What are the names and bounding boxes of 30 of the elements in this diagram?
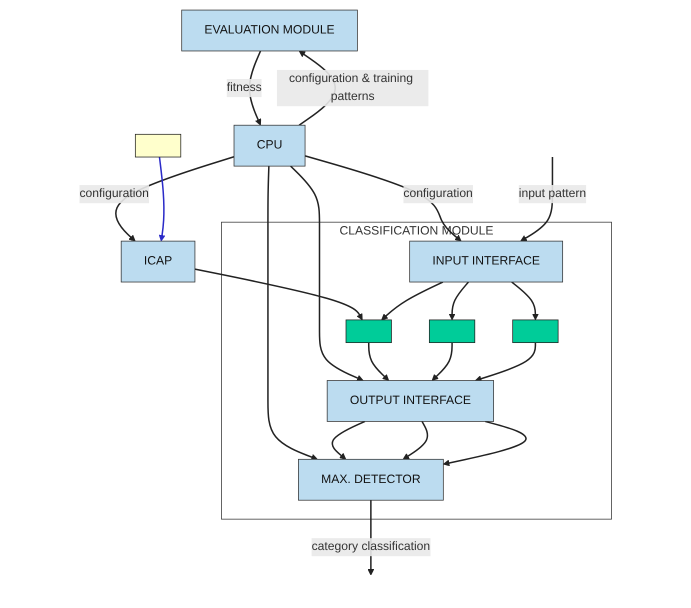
node-box: MAX. DETECTOR	[298, 458, 444, 501]
node-box: EVALUATION MODULE	[181, 10, 358, 52]
edge-label: configuration	[79, 187, 149, 200]
arrow	[448, 282, 470, 320]
arrow	[332, 420, 366, 460]
node-box: CPU	[234, 124, 306, 166]
arrow	[402, 421, 428, 460]
edge-label: configuration	[403, 187, 473, 200]
node-box	[512, 320, 558, 344]
node-box: ICAP	[120, 240, 196, 282]
arrow	[115, 156, 234, 242]
node-box: INPUT INTERFACE	[409, 240, 564, 282]
arrow	[158, 156, 166, 242]
arrow	[381, 281, 444, 320]
arrow	[290, 166, 364, 382]
edge-label: input pattern	[518, 187, 586, 200]
arrow	[443, 420, 527, 466]
arrow	[432, 342, 453, 381]
arrow	[475, 342, 536, 382]
node-box	[346, 320, 392, 344]
node-box	[428, 320, 476, 344]
node-box	[134, 134, 182, 158]
node-box: OUTPUT INTERFACE	[326, 380, 494, 422]
edge-label: configuration & training patterns	[288, 72, 413, 104]
arrow	[267, 166, 318, 460]
arrow	[368, 342, 390, 381]
edge-label: fitness	[226, 81, 262, 94]
arrow	[194, 268, 363, 320]
arrow	[511, 281, 539, 320]
edge-label: category classification	[312, 540, 430, 554]
